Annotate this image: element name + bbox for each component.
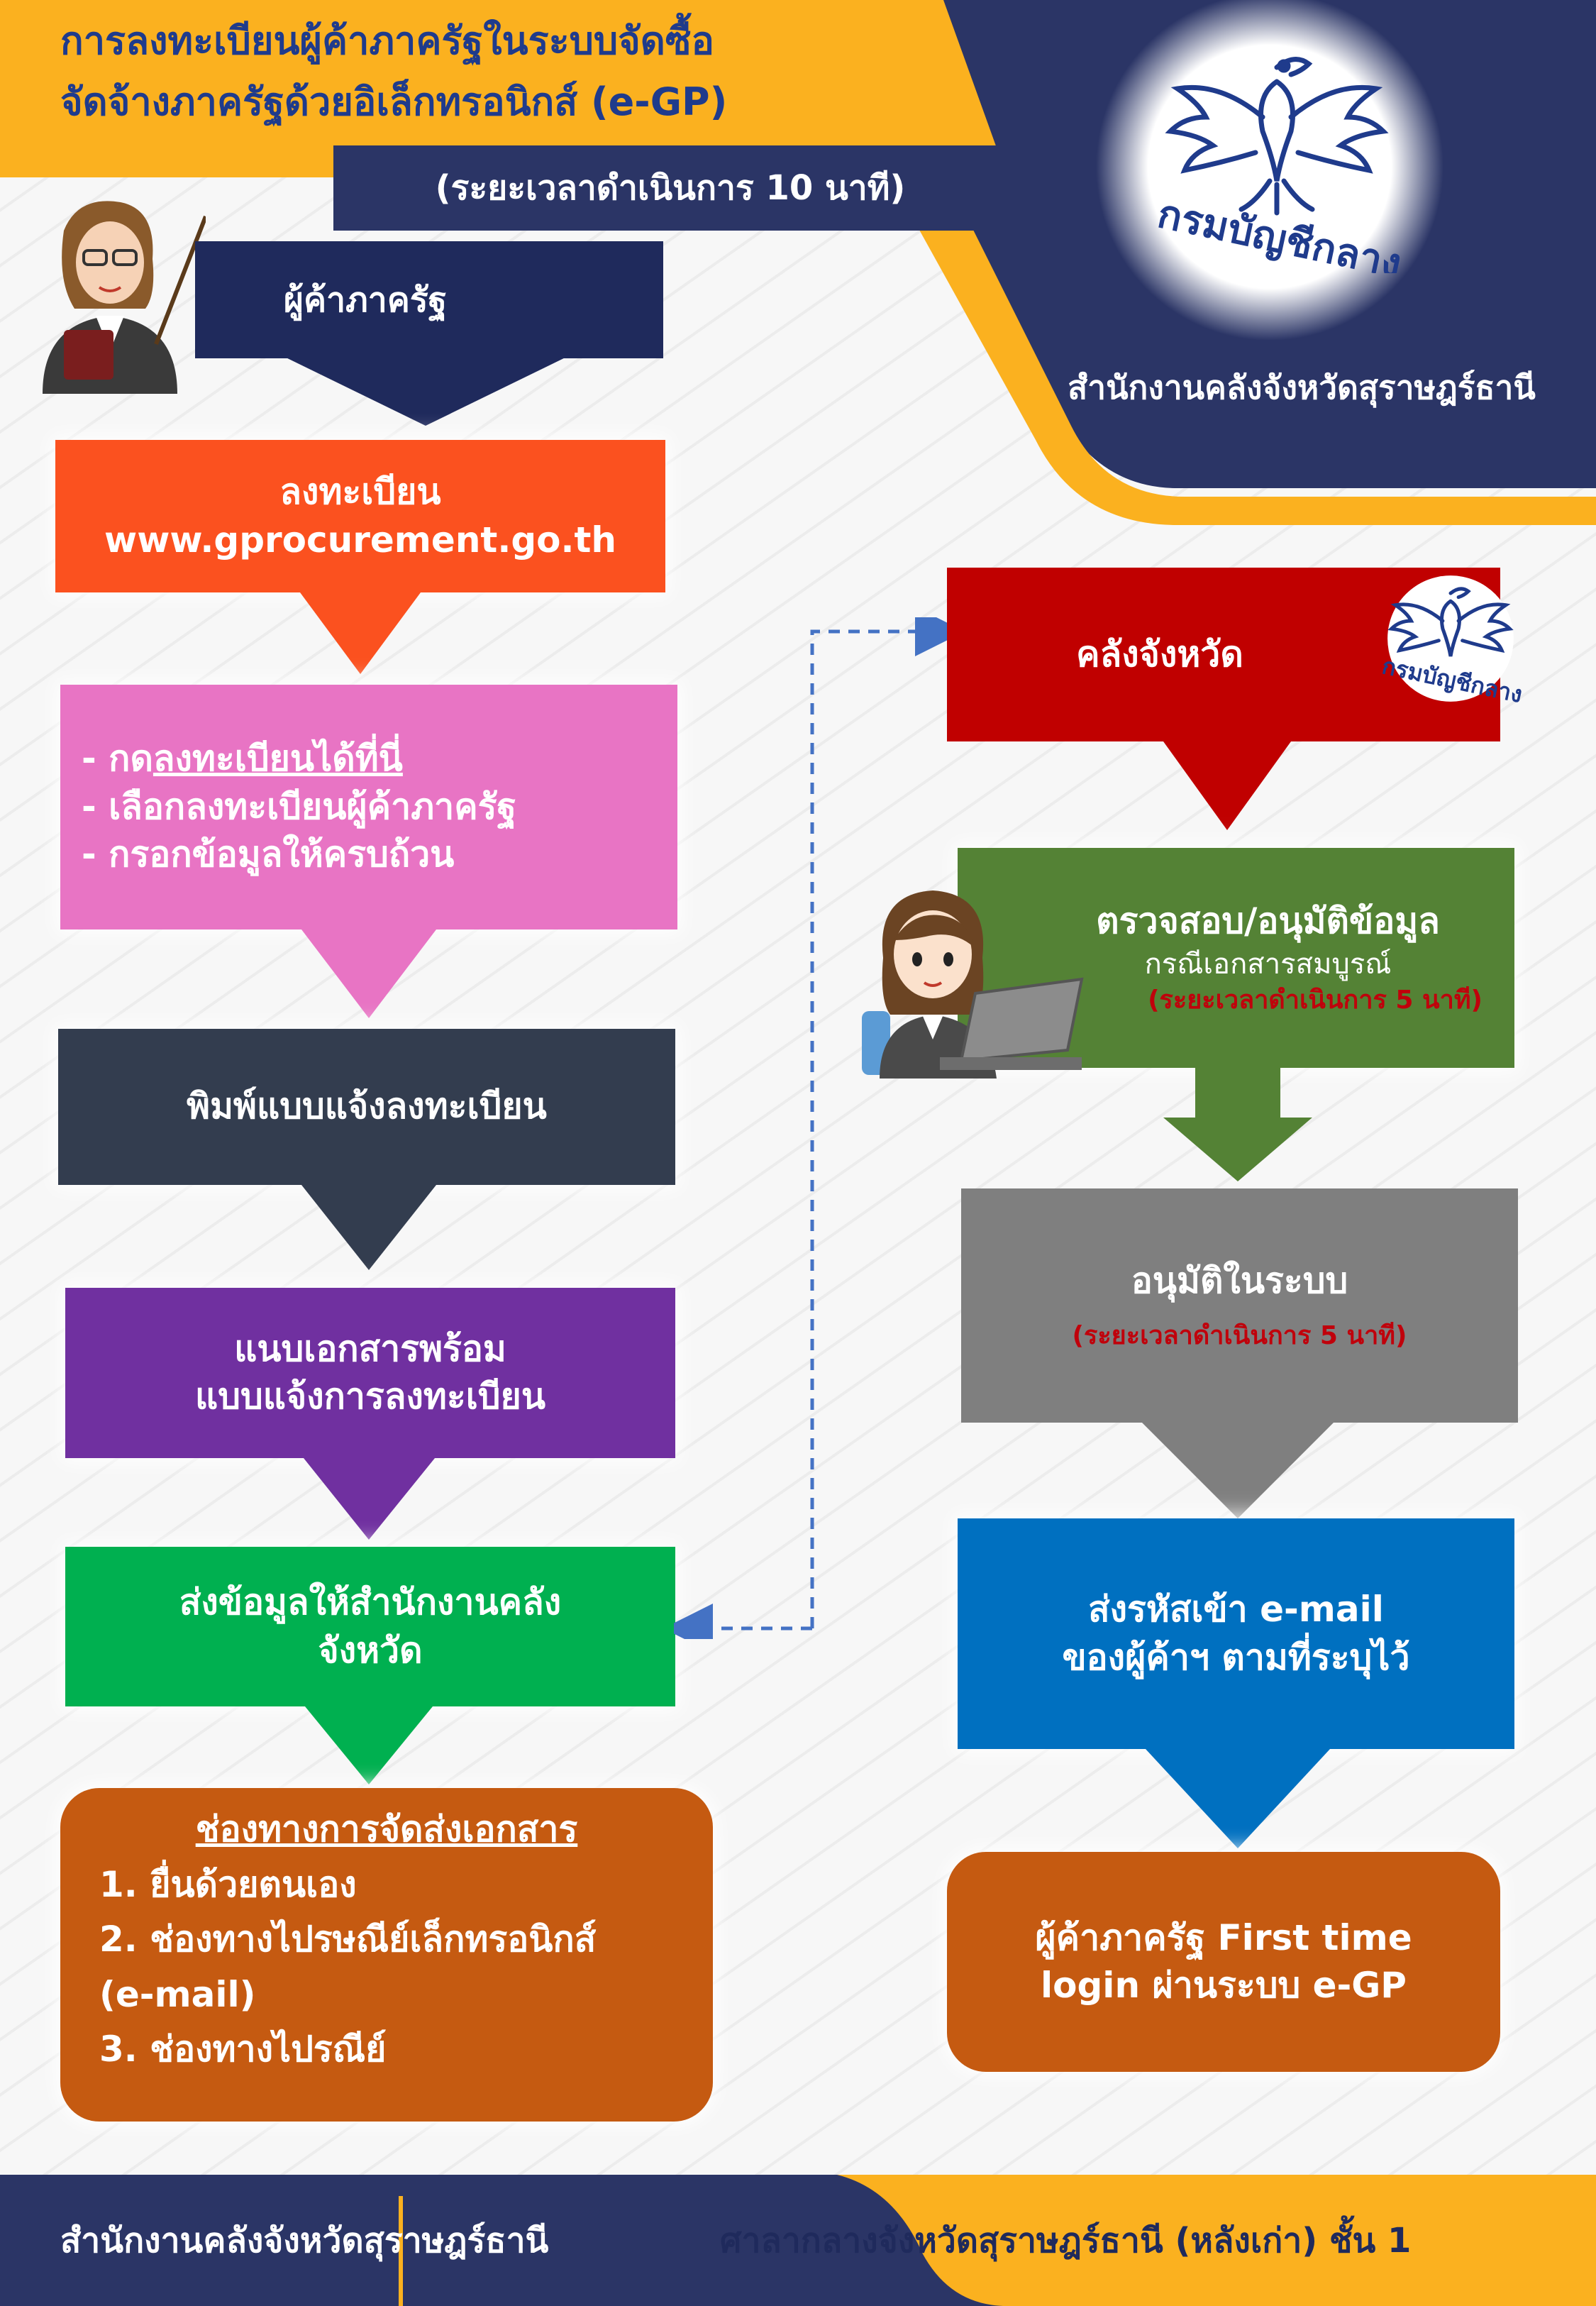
print-form-box: พิมพ์แบบแจ้งลงทะเบียน (58, 1029, 675, 1185)
arrow-send-to-channels (305, 1706, 433, 1784)
arrow-verify-to-approve (1163, 1068, 1312, 1181)
start-label: ผู้ค้าภาครัฐ (283, 280, 448, 320)
login-box: ผู้ค้าภาครัฐ First time login ผ่านระบบ e… (947, 1852, 1500, 2072)
header-background (0, 0, 1596, 525)
approve-duration: (ระยะเวลาดำเนินการ 5 นาที) (1072, 1321, 1407, 1351)
send-line2: จังหวัด (318, 1629, 423, 1671)
register-url[interactable]: www.gprocurement.go.th (104, 519, 616, 561)
dashed-connector (674, 617, 958, 1639)
channels-item-1: 1. ยื่นด้วยตนเอง (99, 1863, 357, 1905)
email-line2: ของผู้ค้าฯ ตามที่ระบุไว้ (1062, 1636, 1410, 1678)
channels-item-2-email: (e-mail) (99, 1973, 256, 2015)
steps-item-2-text: เลือกลงทะเบียนผู้ค้าภาครัฐ (109, 785, 517, 827)
arrow-approve-to-email (1142, 1423, 1334, 1518)
register-here-link[interactable]: ลงทะเบียนได้ที่นี่ (153, 738, 403, 780)
attach-box: แนบเอกสารพร้อม แบบแจ้งการลงทะเบียน (65, 1288, 675, 1458)
channels-item-2: 2. ช่องทางไปรษณีย์เล็กทรอนิกส์ (99, 1919, 597, 1960)
verify-subtitle: กรณีเอกสารสมบูรณ์ (1144, 948, 1392, 981)
steps-box: - กดลงทะเบียนได้ที่นี่ - เลือกลงทะเบียนผ… (60, 685, 677, 929)
bullet-dash: - (82, 738, 109, 780)
bullet-dash: - (82, 785, 109, 827)
channels-item-3: 3. ช่องทางไปรณีย์ (99, 2029, 387, 2070)
arrow-steps-to-print (301, 929, 436, 1018)
arrow-email-to-login (1146, 1749, 1330, 1848)
page-title-line1: การลงทะเบียนผู้ค้าภาครัฐในระบบจัดซื้อ (60, 18, 714, 63)
login-line1: ผู้ค้าภาครัฐ First time (1035, 1916, 1412, 1958)
verify-title: ตรวจสอบ/อนุมัติข้อมูล (1096, 900, 1440, 942)
steps-item-1: - กดลงทะเบียนได้ที่นี่ (82, 735, 403, 783)
approve-box: อนุมัติในระบบ (ระยะเวลาดำเนินการ 5 นาที) (961, 1188, 1518, 1423)
verify-duration: (ระยะเวลาดำเนินการ 5 นาที) (1148, 986, 1483, 1015)
garuda-logo-icon: กรมบัญชีกลาง (1153, 57, 1404, 273)
email-line1: ส่งรหัสเข้า e-mail (1088, 1589, 1384, 1630)
steps-item-1-text: กด (109, 738, 153, 780)
print-form-label: พิมพ์แบบแจ้งลงทะเบียน (187, 1086, 547, 1127)
arrow-register-to-steps (300, 592, 421, 674)
register-label: ลงทะเบียน (279, 471, 441, 512)
channels-title: ช่องทางการจัดส่งเอกสาร (195, 1809, 578, 1850)
footer-office: สำนักงานคลังจังหวัดสุราษฎร์ธานี (60, 2221, 549, 2261)
attach-line2: แบบแจ้งการลงทะเบียน (194, 1376, 546, 1417)
footer-background (0, 2175, 1596, 2306)
duration-banner: (ระยะเวลาดำเนินการ 10 นาที) (435, 168, 906, 208)
footer-address: ศาลากลางจังหวัดสุราษฎร์ธานี (หลังเก่า) ช… (720, 2221, 1412, 2261)
send-line1: ส่งข้อมูลให้สำนักงานคลัง (179, 1582, 562, 1623)
email-box: ส่งรหัสเข้า e-mail ของผู้ค้าฯ ตามที่ระบุ… (958, 1518, 1514, 1749)
office-name: สำนักงานคลังจังหวัดสุราษฎร์ธานี (1068, 368, 1536, 407)
steps-item-3-text: กรอกข้อมูลให้ครบถ้วน (109, 834, 455, 876)
start-arrow (195, 241, 663, 426)
arrow-print-to-attach (301, 1185, 436, 1270)
arrow-provincial-to-verify (1163, 741, 1291, 830)
provincial-garuda-logo-icon: กรมบัญชีกลาง (1380, 575, 1522, 708)
register-box: ลงทะเบียน www.gprocurement.go.th (55, 440, 665, 592)
steps-item-3: - กรอกข้อมูลให้ครบถ้วน (82, 831, 454, 879)
officer-at-laptop-icon (862, 890, 1084, 1078)
steps-item-2: - เลือกลงทะเบียนผู้ค้าภาครัฐ (82, 783, 516, 832)
send-box: ส่งข้อมูลให้สำนักงานคลัง จังหวัด (65, 1547, 675, 1706)
page-title: การลงทะเบียนผู้ค้าภาครัฐในระบบจัดซื้อ จั… (60, 11, 940, 133)
provincial-label: คลังจังหวัด (1076, 633, 1243, 675)
approve-title: อนุมัติในระบบ (1131, 1259, 1348, 1301)
page-title-line2: จัดจ้างภาครัฐด้วยอิเล็กทรอนิกส์ (e-GP) (60, 79, 728, 125)
bullet-dash: - (82, 834, 109, 876)
channels-box: ช่องทางการจัดส่งเอกสาร 1. ยื่นด้วยตนเอง … (60, 1788, 713, 2122)
presenter-woman-icon (43, 201, 206, 394)
attach-line1: แนบเอกสารพร้อม (234, 1328, 506, 1369)
arrow-attach-to-send (304, 1458, 435, 1540)
verify-box: ตรวจสอบ/อนุมัติข้อมูล กรณีเอกสารสมบูรณ์ … (958, 848, 1514, 1068)
login-line2: login ผ่านระบบ e-GP (1041, 1965, 1407, 2006)
